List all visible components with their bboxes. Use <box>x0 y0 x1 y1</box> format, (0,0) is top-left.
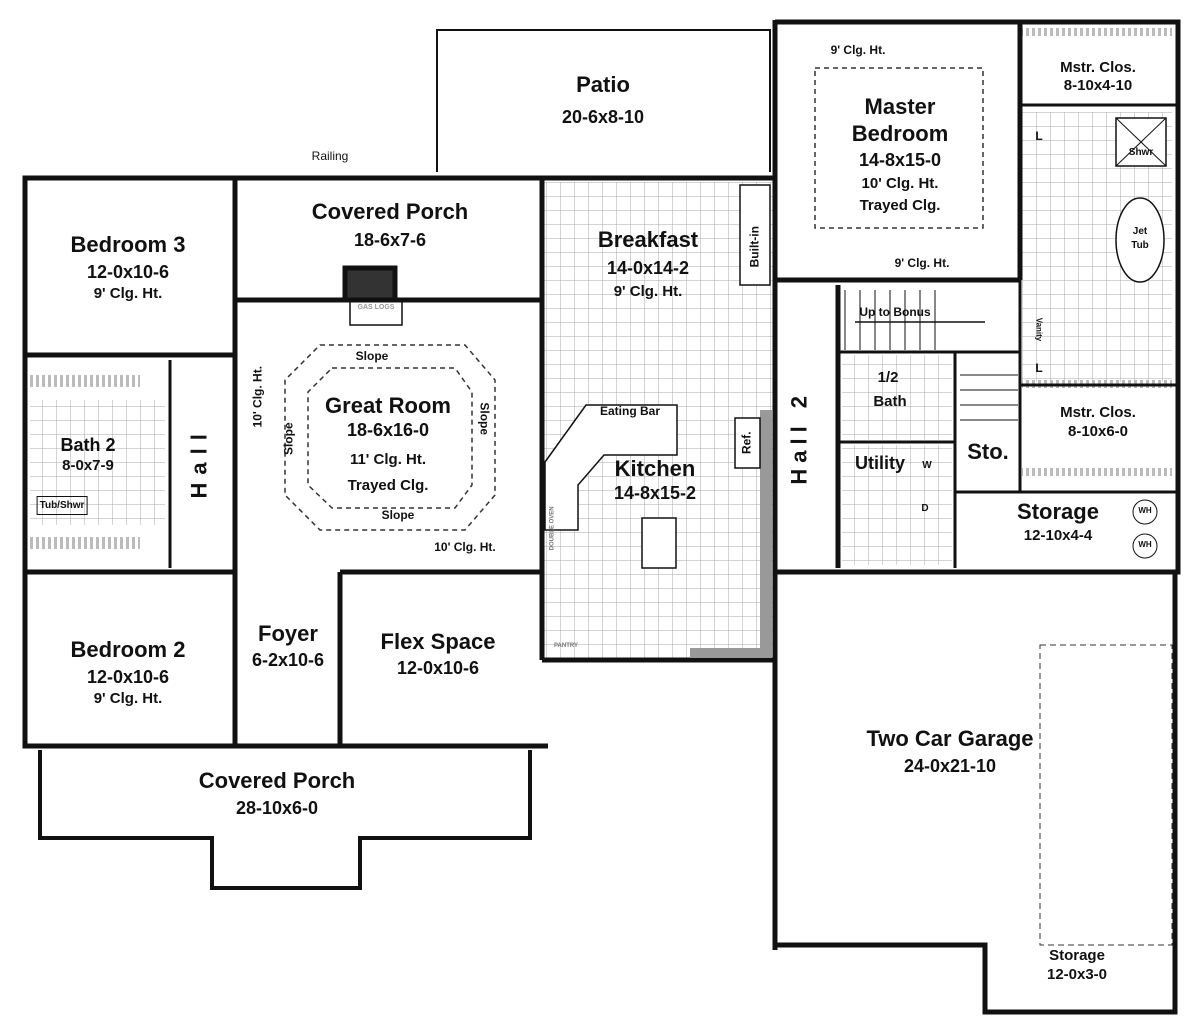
half-bath-name-1: 1/2 <box>877 369 899 386</box>
water-heater-label: WH <box>1138 506 1152 515</box>
breakfast-size: 14-0x14-2 <box>606 258 690 278</box>
slope-top: Slope <box>355 349 389 363</box>
bath2-floor <box>30 400 165 525</box>
bedroom2-ceiling: 9' Clg. Ht. <box>93 690 163 707</box>
utility-floor <box>842 445 952 565</box>
flex-name: Flex Space <box>380 629 496 654</box>
hall-label: Hall <box>186 426 212 499</box>
pantry-label: PANTRY <box>554 643 578 649</box>
master-tray <box>814 67 984 229</box>
bath2-name: Bath 2 <box>60 435 116 455</box>
stairs-label: Up to Bonus <box>859 305 931 319</box>
refrigerator <box>734 417 761 469</box>
kitchen-island <box>641 517 677 569</box>
bedroom2-size: 12-0x10-6 <box>86 667 170 687</box>
eating-bar <box>544 404 678 531</box>
gas-logs-label: GAS LOGS <box>357 304 395 311</box>
master-ceiling-type: Trayed Clg. <box>859 197 941 214</box>
rear-porch-size: 18-6x7-6 <box>353 230 427 250</box>
great-room-tray-inner <box>307 367 473 509</box>
patio-name: Patio <box>576 72 630 97</box>
great-room-size: 18-6x16-0 <box>346 420 430 440</box>
master-ceiling: 10' Clg. Ht. <box>861 175 939 192</box>
storage-size: 12-10x4-4 <box>1023 527 1093 544</box>
storage-name: Storage <box>1017 499 1099 524</box>
linen-label: L <box>1035 129 1043 143</box>
bedroom3-ceiling: 9' Clg. Ht. <box>93 285 163 302</box>
closet-rod <box>30 375 140 387</box>
water-heater-label-2: WH <box>1138 540 1152 549</box>
dryer-label: D <box>921 503 929 514</box>
kitchen-size: 14-8x15-2 <box>613 483 697 503</box>
breakfast-name: Breakfast <box>597 227 699 252</box>
half-bath-floor <box>842 355 952 440</box>
slope-right: Slope <box>477 402 492 436</box>
great-room-ceiling: 11' Clg. Ht. <box>349 451 427 468</box>
jet-tub-label-1: Jet <box>1132 226 1148 237</box>
kitchen-counter-right <box>760 410 772 658</box>
great-room-name: Great Room <box>325 393 451 418</box>
sto-name: Sto. <box>967 439 1009 464</box>
refrigerator-label: Ref. <box>739 431 754 455</box>
built-in <box>739 184 771 286</box>
hall2-label: Hall 2 <box>786 389 812 485</box>
master-edge-ceiling-2: 9' Clg. Ht. <box>894 256 950 270</box>
shower-label: Shwr <box>1128 147 1154 158</box>
master-closet2-size: 8-10x6-0 <box>1067 423 1129 440</box>
slope-left: Slope <box>281 422 296 456</box>
master-closet1-name: Mstr. Clos. <box>1060 59 1136 76</box>
water-heater <box>1132 499 1158 525</box>
washer-label: W <box>922 460 932 471</box>
garage-storage-size: 12-0x3-0 <box>1046 966 1108 983</box>
bath2-tub: Tub/Shwr <box>36 496 88 516</box>
closet-rod <box>1022 468 1172 476</box>
bath2-size: 8-0x7-9 <box>62 457 114 474</box>
master-name-2: Bedroom <box>851 121 949 146</box>
linen-label-2: L <box>1035 361 1043 375</box>
great-room-edge-ceiling: 10' Clg. Ht. <box>250 365 265 428</box>
breakfast-ceiling: 9' Clg. Ht. <box>613 283 683 300</box>
great-room-tray <box>284 344 496 531</box>
patio-size: 20-6x8-10 <box>561 107 645 127</box>
rear-porch-name: Covered Porch <box>311 199 469 224</box>
master-closet2-name: Mstr. Clos. <box>1060 404 1136 421</box>
front-porch-size: 28-10x6-0 <box>235 798 319 818</box>
built-in-label: Built-in <box>747 226 762 268</box>
eating-bar-label: Eating Bar <box>599 404 661 418</box>
foyer-size: 6-2x10-6 <box>251 650 325 670</box>
bedroom2-name: Bedroom 2 <box>70 637 186 662</box>
railing-label: Railing <box>311 149 349 163</box>
jet-tub <box>1115 197 1165 283</box>
garage-storage-name: Storage <box>1049 947 1105 964</box>
bedroom3-name: Bedroom 3 <box>70 232 186 257</box>
closet-rod <box>30 537 140 549</box>
master-name-1: Master <box>864 94 936 119</box>
garage-size: 24-0x21-10 <box>903 756 997 776</box>
double-oven-label: DOUBLE OVEN <box>549 506 556 551</box>
jet-tub-label-2: Tub <box>1131 240 1149 251</box>
kitchen-name: Kitchen <box>614 456 696 481</box>
bedroom3-size: 12-0x10-6 <box>86 262 170 282</box>
vanity-label: Vanity <box>1034 317 1044 342</box>
master-size: 14-8x15-0 <box>858 150 942 170</box>
great-room-edge-ceiling-2: 10' Clg. Ht. <box>434 540 496 554</box>
closet-rod <box>1022 28 1172 36</box>
kitchen-counter-bottom <box>690 648 770 658</box>
half-bath-name-2: Bath <box>873 393 907 410</box>
front-porch-name: Covered Porch <box>198 768 356 793</box>
master-closet1-size: 8-10x4-10 <box>1063 77 1133 94</box>
garage-name: Two Car Garage <box>866 726 1034 751</box>
utility-name: Utility <box>854 453 906 473</box>
foyer-name: Foyer <box>258 621 318 646</box>
flex-size: 12-0x10-6 <box>396 658 480 678</box>
great-room-ceiling-type: Trayed Clg. <box>347 477 429 494</box>
slope-bottom: Slope <box>381 508 415 522</box>
water-heater <box>1132 533 1158 559</box>
master-edge-ceiling: 9' Clg. Ht. <box>830 43 886 57</box>
